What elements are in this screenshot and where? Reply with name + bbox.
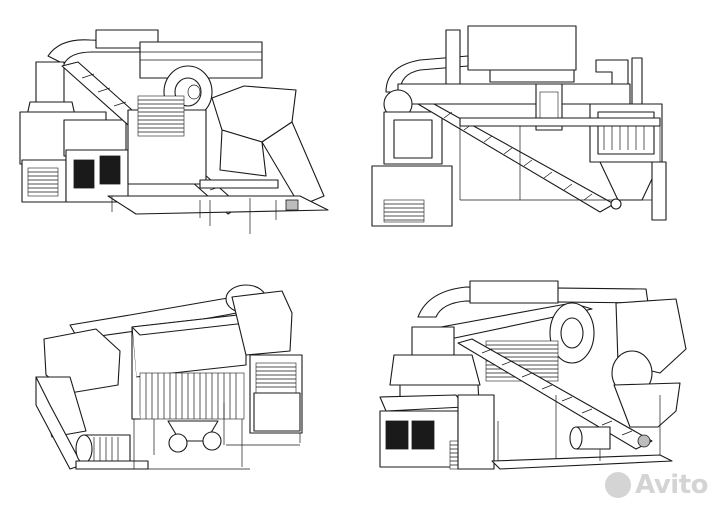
machine-drawing-isometric-front-right — [379, 280, 687, 470]
avito-logo-icon — [605, 472, 632, 498]
machine-view-bottom-left — [0, 255, 360, 510]
machine-view-top-right — [360, 0, 720, 255]
avito-watermark: Avito — [605, 472, 708, 498]
machine-drawing-front-elevation — [371, 25, 667, 227]
machine-view-bottom-right — [360, 255, 720, 510]
machine-view-top-left — [0, 0, 360, 255]
avito-logo-text: Avito — [635, 470, 708, 500]
machine-drawing-isometric-rear — [35, 284, 303, 470]
machine-drawing-isometric-front-left — [19, 29, 329, 234]
